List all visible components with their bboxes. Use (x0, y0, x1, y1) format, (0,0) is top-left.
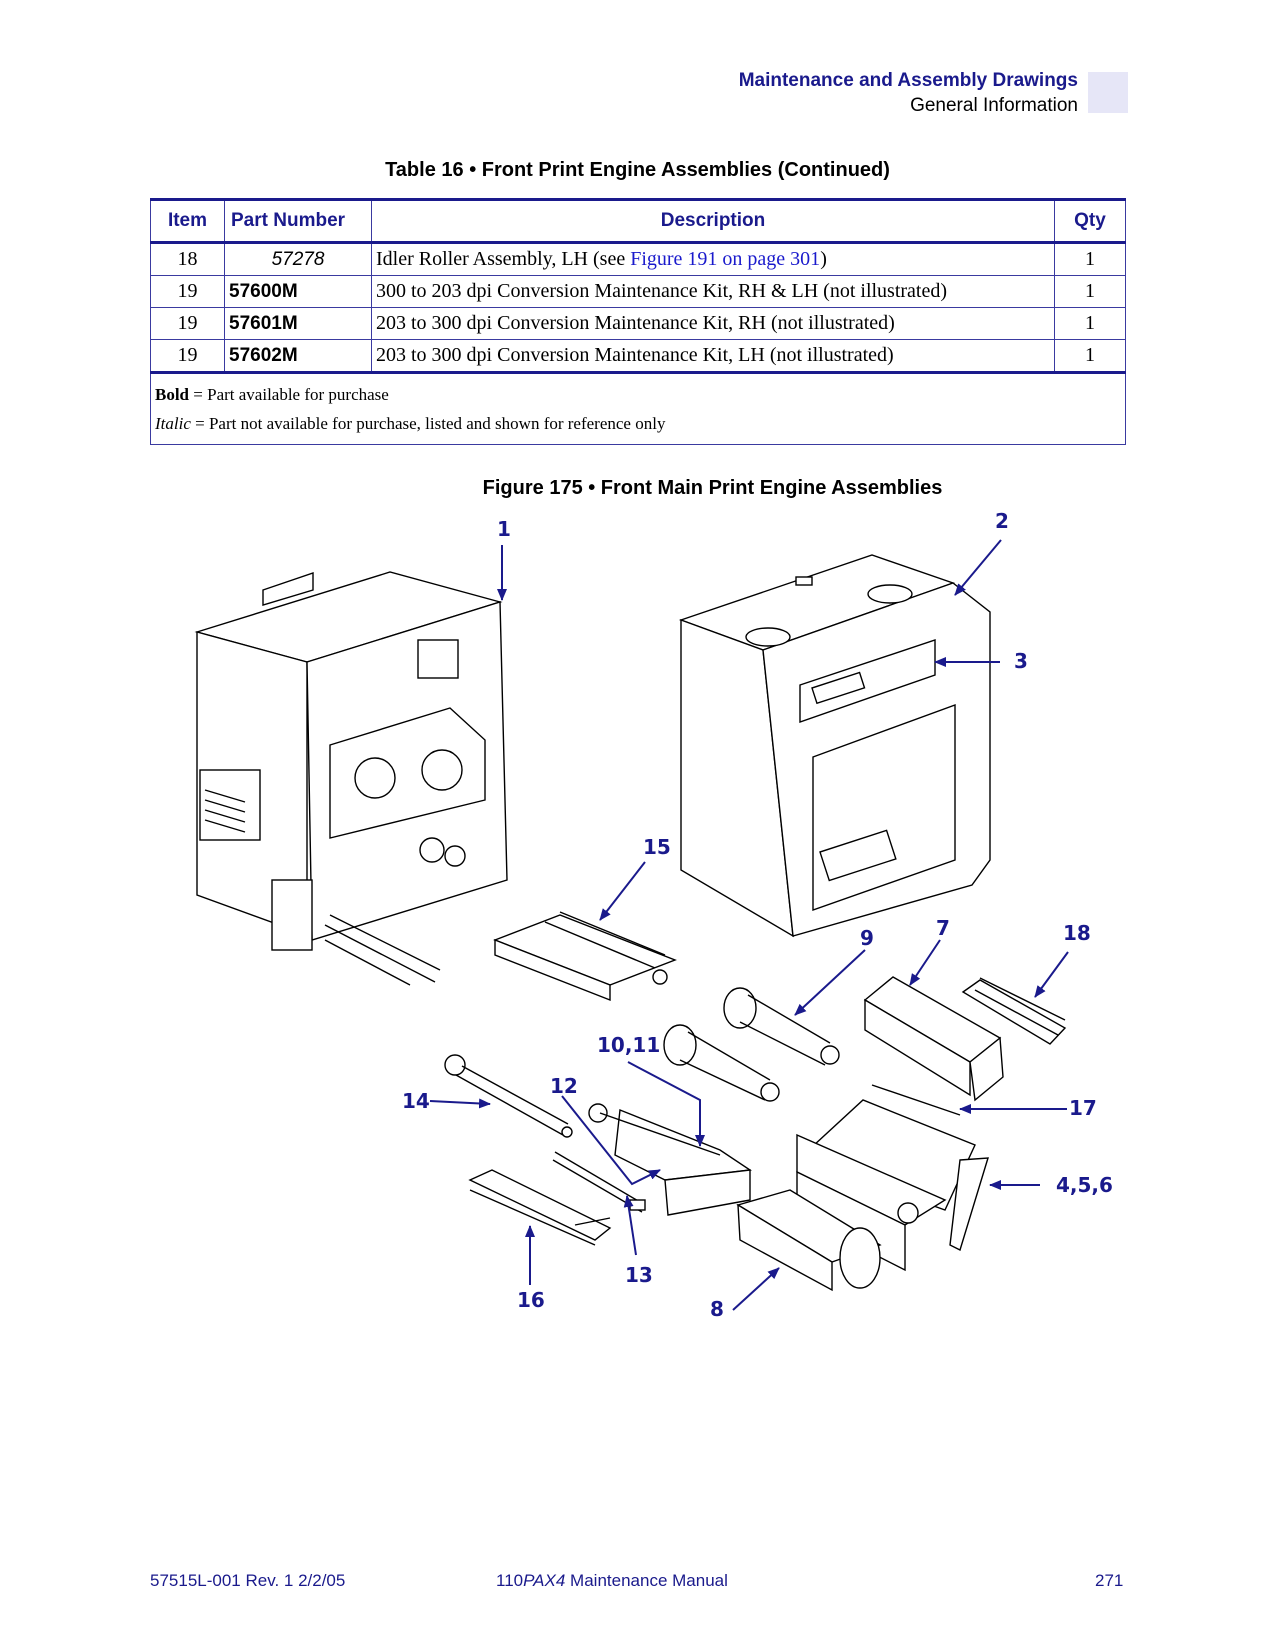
col-header-item: Item (150, 198, 225, 244)
cell-qty: 1 (1054, 275, 1126, 308)
manual-model: PAX4 (523, 1571, 566, 1590)
legend-row: Bold = Part available for purchase Itali… (150, 372, 1126, 445)
callout-arrow (1034, 951, 1069, 998)
rewind-spindle-assembly-drawing (588, 1103, 752, 1216)
callout-arrow (909, 939, 941, 986)
parts-table: Item Part Number Description Qty 18 5727… (150, 198, 1126, 445)
callout-label: 13 (625, 1263, 653, 1287)
col-header-part-number: Part Number (224, 198, 372, 244)
cell-item: 18 (150, 242, 225, 276)
cell-description: 203 to 300 dpi Conversion Maintenance Ki… (371, 339, 1055, 374)
page-number: 271 (1095, 1571, 1124, 1590)
printhead-assembly-drawing (863, 976, 1004, 1102)
legend-italic-text: = Part not available for purchase, liste… (190, 414, 666, 433)
callout-label: 7 (936, 916, 950, 940)
cell-part-number: 57602M (224, 339, 372, 374)
table-title: Table 16 • Front Print Engine Assemblies… (385, 159, 890, 181)
manual-prefix: 110 (496, 1571, 524, 1590)
rewind-roller-drawing (444, 1054, 573, 1138)
table-header-row: Item Part Number Description Qty (150, 198, 1126, 244)
cell-qty: 1 (1054, 242, 1126, 276)
cell-description: 203 to 300 dpi Conversion Maintenance Ki… (371, 307, 1055, 340)
table-row: 19 57602M 203 to 300 dpi Conversion Main… (150, 339, 1126, 374)
callout-label: 4,5,6 (1056, 1173, 1113, 1197)
callout-arrow (623, 1195, 637, 1256)
cell-item: 19 (150, 275, 225, 308)
callout-label: 10,11 (597, 1033, 660, 1057)
callout-label: 12 (550, 1074, 578, 1098)
peel-bar-assembly-drawing (468, 1169, 612, 1246)
callout-label: 9 (860, 926, 874, 950)
pinch-roller-assembly-drawing (736, 1189, 882, 1292)
running-header: Maintenance and Assembly Drawings Genera… (739, 68, 1078, 118)
col-header-description: Description (371, 198, 1055, 244)
legend-bold-text: = Part available for purchase (189, 385, 389, 404)
description-text: Idler Roller Assembly, LH (see (376, 248, 631, 270)
callout-label: 15 (643, 835, 671, 859)
callout-label: 14 (402, 1089, 430, 1113)
legend-italic-term: Italic (155, 414, 191, 433)
description-text-end: ) (820, 248, 827, 270)
callout-label: 2 (995, 509, 1009, 533)
callout-arrow (794, 949, 866, 1016)
callout-arrow (429, 1098, 491, 1109)
callout-label: 1 (497, 517, 511, 541)
platen-roller-assembly-drawing (493, 911, 677, 1002)
legend-italic: Italic = Part not available for purchase… (155, 409, 1121, 438)
table-row: 19 57601M 203 to 300 dpi Conversion Main… (150, 307, 1126, 340)
col-header-qty: Qty (1054, 198, 1126, 244)
section-title: Maintenance and Assembly Drawings (738, 70, 1078, 91)
manual-suffix: Maintenance Manual (565, 1571, 728, 1590)
cell-part-number: 57601M (224, 307, 372, 340)
figure-link[interactable]: Figure 191 on page 301 (630, 248, 821, 270)
cell-part-number: 57600M (224, 275, 372, 308)
callout-arrow (627, 1061, 705, 1147)
footer-manual-title: 110PAX4 Maintenance Manual (496, 1571, 728, 1591)
callout-label: 17 (1069, 1096, 1097, 1120)
legend-cell: Bold = Part available for purchase Itali… (150, 372, 1126, 445)
callout-label: 8 (710, 1297, 724, 1321)
supply-spindle-drawing (663, 987, 840, 1102)
legend-bold-term: Bold (155, 385, 190, 404)
subsection-title: General Information (910, 95, 1078, 116)
callout-arrow (599, 861, 646, 921)
callout-arrow (954, 539, 1002, 596)
callout-label: 3 (1014, 649, 1028, 673)
callout-arrow (732, 1267, 780, 1311)
callout-label: 16 (517, 1288, 545, 1312)
cell-item: 19 (150, 339, 225, 374)
table-row: 19 57600M 300 to 203 dpi Conversion Main… (150, 275, 1126, 308)
cell-item: 19 (150, 307, 225, 340)
front-cover-drawing (678, 554, 991, 938)
idler-roller-assembly-drawing (961, 977, 1067, 1045)
figure-title: Figure 175 • Front Main Print Engine Ass… (482, 477, 943, 499)
cell-description: 300 to 203 dpi Conversion Maintenance Ki… (371, 275, 1055, 308)
callout-arrow (561, 1095, 661, 1186)
callout-label: 18 (1063, 921, 1091, 945)
legend-bold: Bold = Part available for purchase (155, 380, 1121, 409)
footer-doc-number: 57515L-001 Rev. 1 2/2/05 (150, 1571, 346, 1590)
main-chassis-drawing (194, 571, 508, 986)
cell-qty: 1 (1054, 339, 1126, 374)
chapter-tab-marker (1088, 72, 1128, 113)
